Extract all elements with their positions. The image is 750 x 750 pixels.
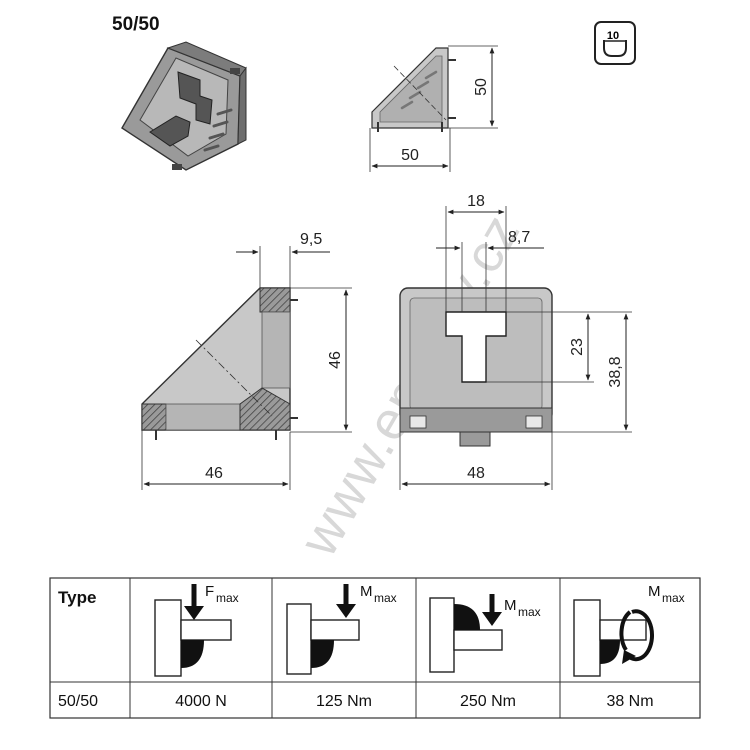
force-load-icon: F max <box>154 583 239 677</box>
moment-label-2: M <box>504 597 517 614</box>
moment-load-icon-2: M max <box>429 594 541 673</box>
top-height-dim: 50 <box>473 78 490 96</box>
torsion-load-icon: M max <box>573 583 685 677</box>
moment-label-2-sub: max <box>518 605 541 619</box>
front-offset-dim: 9,5 <box>300 231 322 248</box>
row-value-force: 4000 N <box>175 693 227 710</box>
moment-label-1-sub: max <box>374 591 397 605</box>
side-slot-width-dim: 18 <box>467 193 485 210</box>
row-value-torsion: 38 Nm <box>606 693 653 710</box>
row-type: 50/50 <box>58 693 98 710</box>
slot-badge-icon: 10 <box>594 21 636 65</box>
load-table: Type F max M max M <box>49 577 701 719</box>
front-height-dim: 46 <box>327 351 344 369</box>
force-label-sub: max <box>216 591 239 605</box>
size-title: 50/50 <box>112 14 160 35</box>
front-view-drawing: 9,5 46 46 <box>141 231 352 490</box>
row-value-moment-2: 250 Nm <box>460 693 516 710</box>
side-slot-offset-dim: 8,7 <box>508 229 530 246</box>
side-slot-height-dim: 23 <box>569 338 586 356</box>
row-value-moment-1: 125 Nm <box>316 693 372 710</box>
moment-load-icon-1: M max <box>286 583 397 675</box>
type-header: Type <box>58 588 96 607</box>
top-view-drawing: 50 50 <box>369 45 498 172</box>
side-view-drawing: 18 8,7 23 38,8 48 <box>399 193 632 490</box>
badge-number: 10 <box>607 30 619 42</box>
torsion-label: M <box>648 583 661 600</box>
force-label: F <box>205 583 214 600</box>
side-width-dim: 48 <box>467 465 485 482</box>
isometric-part-illustration <box>121 41 247 171</box>
side-height-dim: 38,8 <box>607 356 624 387</box>
front-width-dim: 46 <box>205 465 223 482</box>
torsion-label-sub: max <box>662 591 685 605</box>
moment-label-1: M <box>360 583 373 600</box>
top-width-dim: 50 <box>401 147 419 164</box>
